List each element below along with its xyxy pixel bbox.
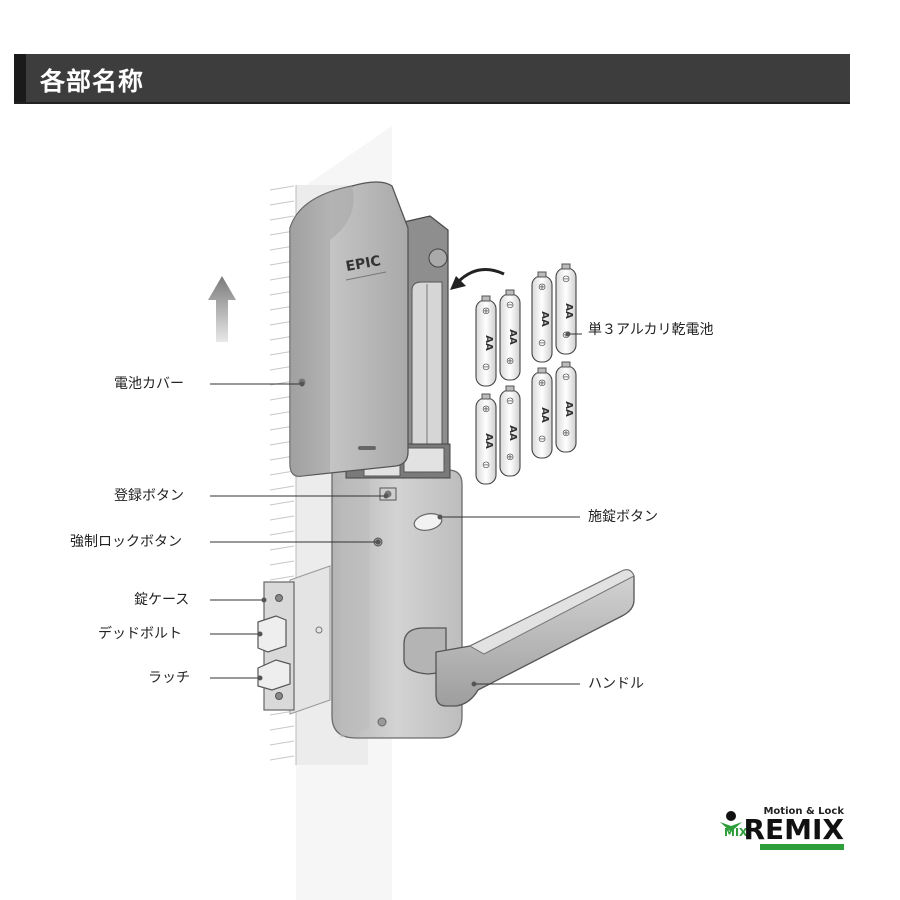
logo-underline xyxy=(760,844,844,850)
battery-polarity-icon: ⊖ xyxy=(538,434,546,445)
handle xyxy=(403,569,635,707)
battery-polarity-icon: ⊕ xyxy=(506,452,514,463)
logo-mark-icon xyxy=(720,811,742,832)
aa-battery: ⊖ ⊕ AA xyxy=(499,385,521,477)
battery-cover: EPIC xyxy=(289,181,409,477)
battery-polarity-icon: ⊕ xyxy=(506,356,514,367)
battery-polarity-icon: ⊕ xyxy=(482,404,490,415)
aa-battery: ⊕ ⊖ AA xyxy=(531,271,553,363)
deadbolt xyxy=(257,615,287,653)
battery-type-label: AA xyxy=(483,335,494,351)
battery-polarity-icon: ⊖ xyxy=(562,372,570,383)
lock-button xyxy=(413,513,443,531)
label-forced-lock-button: 強制ロックボタン xyxy=(70,534,182,550)
battery-type-label: AA xyxy=(539,311,550,327)
battery-type-label: AA xyxy=(563,401,574,417)
aa-battery: ⊕ ⊖ AA xyxy=(531,367,553,459)
logo-brand: REMIX xyxy=(743,813,844,846)
aa-battery: ⊖⊕AA xyxy=(555,263,577,355)
aa-batteries: ⊕⊖AA⊖⊕AA⊕⊖AA⊖⊕AA⊕⊖AA⊖⊕AA⊕⊖AA⊖⊕AA xyxy=(475,263,577,485)
battery-polarity-icon: ⊖ xyxy=(482,460,490,471)
battery-type-label: AA xyxy=(507,329,518,345)
battery-polarity-icon: ⊕ xyxy=(482,306,490,317)
battery-polarity-icon: ⊕ xyxy=(538,282,546,293)
insert-arrow-icon xyxy=(450,268,505,290)
section-header: 各部名称 xyxy=(14,54,850,104)
battery-polarity-icon: ⊖ xyxy=(562,274,570,285)
slide-up-arrow-icon xyxy=(208,276,236,342)
label-registration-button: 登録ボタン xyxy=(114,488,184,504)
logo-tagline: Motion & Lock xyxy=(763,806,844,817)
leader-dots xyxy=(257,331,571,687)
battery-type-label: AA xyxy=(483,433,494,449)
leader-lines xyxy=(210,333,582,685)
label-lock-case: 錠ケース xyxy=(134,592,190,608)
label-batteries: 単３アルカリ乾電池 xyxy=(588,322,714,338)
aa-battery: ⊖ ⊕ AA xyxy=(555,361,577,453)
battery-polarity-icon: ⊕ xyxy=(538,378,546,389)
battery-polarity-icon: ⊖ xyxy=(506,300,514,311)
brand-logo-text: EPIC xyxy=(345,253,383,275)
aa-battery: ⊖ ⊕ AA xyxy=(499,289,521,381)
battery-polarity-icon: ⊖ xyxy=(482,362,490,373)
label-deadbolt: デッドボルト xyxy=(98,626,182,642)
label-lock-button: 施錠ボタン xyxy=(588,509,658,525)
label-latch: ラッチ xyxy=(148,670,190,686)
battery-polarity-icon: ⊖ xyxy=(538,338,546,349)
latch xyxy=(257,659,291,691)
label-battery-cover: 電池カバー xyxy=(114,376,184,392)
aa-battery: ⊕ ⊖ AA xyxy=(475,295,497,387)
page-title: 各部名称 xyxy=(40,67,145,96)
battery-type-label: AA xyxy=(563,303,574,319)
header-accent-bar xyxy=(14,54,26,102)
label-handle: ハンドル xyxy=(588,676,644,692)
aa-battery: ⊕ ⊖ AA xyxy=(475,393,497,485)
registration-button xyxy=(379,487,397,501)
battery-type-label: AA xyxy=(507,425,518,441)
logo-mix-text: MIX xyxy=(724,826,748,839)
remix-logo: MIX Motion & Lock REMIX xyxy=(718,806,846,852)
battery-type-label: AA xyxy=(539,407,550,423)
battery-polarity-icon: ⊖ xyxy=(506,396,514,407)
battery-polarity-icon: ⊕ xyxy=(562,428,570,439)
